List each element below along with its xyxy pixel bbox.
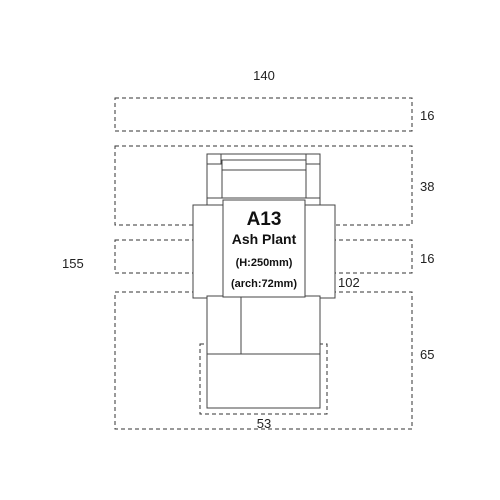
block-code: A13 (247, 209, 282, 230)
zone-row-2 (114, 145, 413, 226)
dim-top-width: 140 (253, 68, 275, 83)
dim-row2-height: 38 (420, 179, 434, 194)
lower-body (206, 295, 321, 409)
dim-bottom-width: 53 (257, 416, 271, 431)
dim-row3-height: 16 (420, 251, 434, 266)
dim-left-height: 155 (62, 256, 84, 271)
left-wing (192, 204, 224, 299)
zone-row-1 (114, 97, 413, 132)
dim-row1-height: 16 (420, 108, 434, 123)
dim-right-offset: 102 (338, 275, 360, 290)
block-height-label: (H:250mm) (236, 257, 293, 269)
dim-row4-height: 65 (420, 347, 434, 362)
main-block (222, 199, 306, 298)
top-frame (206, 153, 321, 205)
block-name: Ash Plant (232, 231, 297, 247)
right-wing (304, 204, 336, 299)
block-arch-label: (arch:72mm) (231, 278, 297, 290)
